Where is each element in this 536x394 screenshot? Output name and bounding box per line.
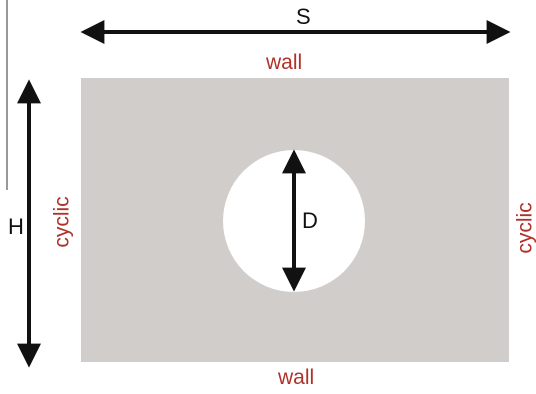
height-label: H	[8, 214, 24, 239]
spacing-label: S	[296, 4, 311, 29]
right-boundary-label: cyclic	[513, 202, 536, 254]
bottom-boundary-label: wall	[278, 366, 315, 389]
diameter-label: D	[302, 208, 318, 233]
left-boundary-label: cyclic	[50, 196, 74, 248]
top-boundary-label: wall	[266, 51, 303, 74]
